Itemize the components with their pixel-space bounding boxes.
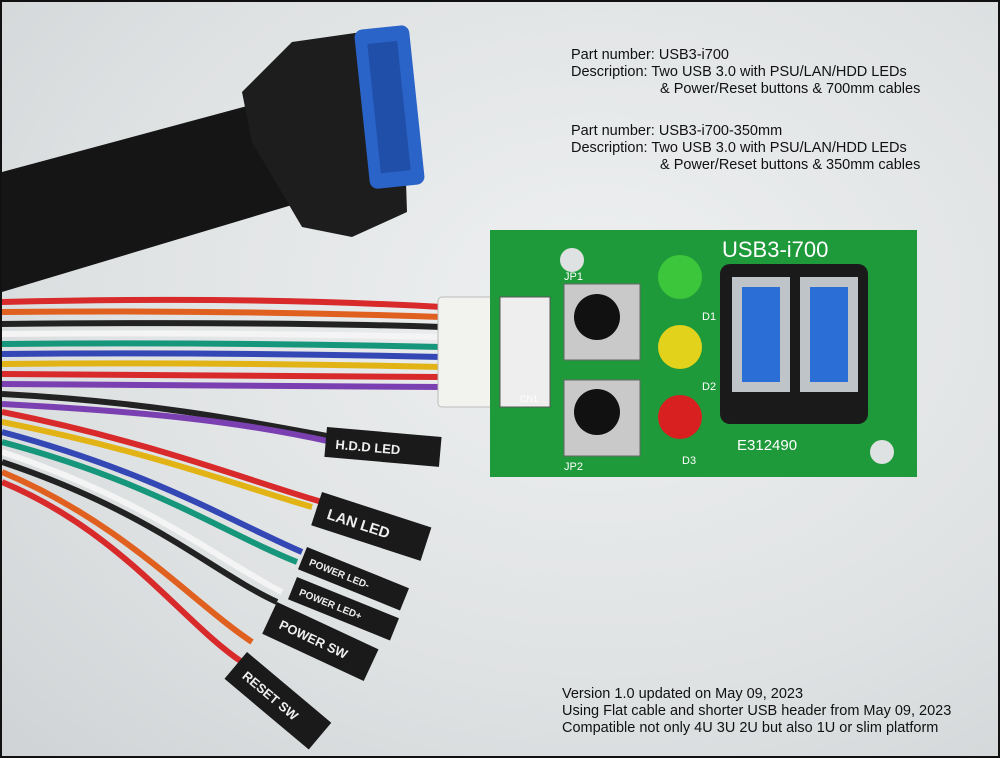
jp2-label: JP2 bbox=[564, 461, 583, 473]
board-model-label: USB3-i700 bbox=[722, 237, 828, 262]
description-cont: & Power/Reset buttons & 350mm cables bbox=[660, 157, 921, 173]
d3-label: D3 bbox=[682, 455, 696, 467]
part-number: Part number: USB3-i700 bbox=[571, 47, 729, 63]
cn1-label: CN1 bbox=[520, 394, 538, 404]
compat-note: Compatible not only 4U 3U 2U but also 1U… bbox=[562, 720, 939, 736]
pcb-board: USB3-i700 E312490 JP1 JP2 D1 D2 D3 CN1 bbox=[490, 230, 917, 477]
connector-reset-sw: RESET SW bbox=[224, 652, 332, 750]
cable-note: Using Flat cable and shorter USB header … bbox=[562, 703, 952, 719]
version-line: Version 1.0 updated on May 09, 2023 bbox=[562, 686, 804, 702]
d2-label: D2 bbox=[702, 381, 716, 393]
usb-header-cable bbox=[2, 25, 425, 292]
jp1-label: JP1 bbox=[564, 271, 583, 283]
wires bbox=[2, 296, 443, 665]
cn1-plug bbox=[437, 296, 499, 408]
connector-hdd-led: H.D.D LED bbox=[324, 427, 442, 467]
connector-lan-led: LAN LED bbox=[311, 492, 432, 561]
description: Description: Two USB 3.0 with PSU/LAN/HD… bbox=[571, 140, 907, 156]
board-cert-label: E312490 bbox=[737, 437, 797, 454]
part-number: Part number: USB3-i700-350mm bbox=[571, 123, 783, 139]
d1-label: D1 bbox=[702, 311, 716, 323]
description-cont: & Power/Reset buttons & 700mm cables bbox=[660, 81, 921, 97]
svg-text:H.D.D LED: H.D.D LED bbox=[335, 437, 401, 458]
description: Description: Two USB 3.0 with PSU/LAN/HD… bbox=[571, 64, 907, 80]
